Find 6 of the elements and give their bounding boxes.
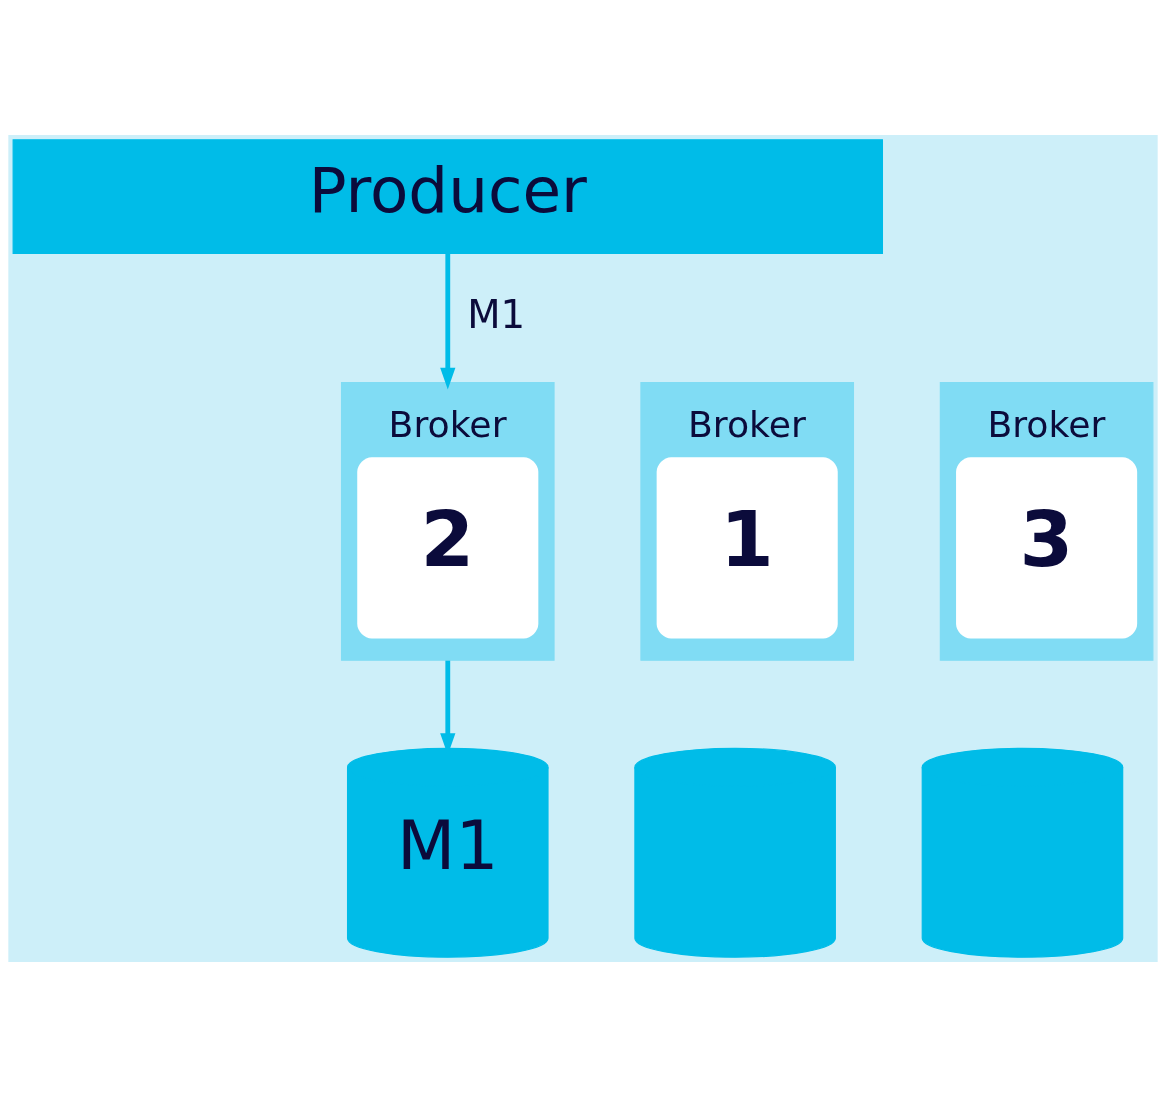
node-box: Broker 1 bbox=[640, 381, 855, 661]
edge-label: M1 bbox=[467, 291, 526, 337]
arrow bbox=[440, 253, 456, 390]
node-box: Producer bbox=[12, 138, 883, 254]
node-box: Broker 3 bbox=[939, 381, 1154, 661]
node-box: Broker 2 bbox=[340, 381, 555, 661]
